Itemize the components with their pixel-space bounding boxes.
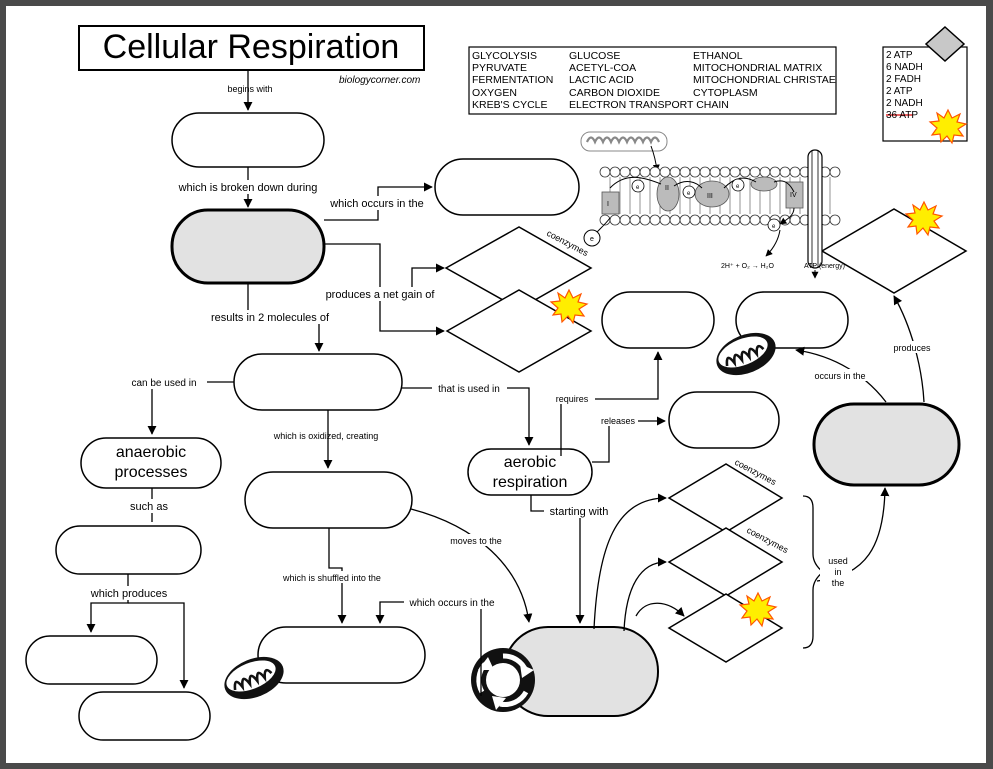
label-occurs-in-christae: occurs in the xyxy=(814,371,865,381)
word-bank-term: KREB'S CYCLE xyxy=(472,98,548,111)
label-produces: produces xyxy=(893,343,931,353)
used-in-label-line3: the xyxy=(832,578,845,588)
cycle-icon xyxy=(471,648,535,712)
anaerobic-oval xyxy=(80,437,222,489)
electron-label: e xyxy=(772,224,776,230)
atp-list-item: 2 ATP xyxy=(886,50,913,61)
complex-label: I xyxy=(607,201,609,208)
blank-diamond-atp[interactable] xyxy=(445,289,593,373)
label-starting-with: starting with xyxy=(550,506,609,518)
word-bank-term: PYRUVATE xyxy=(472,62,528,75)
blank-pyruvate-oval[interactable] xyxy=(233,353,403,411)
complex-label: II xyxy=(665,185,669,192)
blank-etc-oval[interactable] xyxy=(812,402,961,487)
aerobic-oval xyxy=(467,448,593,496)
complex-2 xyxy=(656,176,680,212)
word-bank-term: CYTOPLASM xyxy=(693,86,758,99)
word-bank-term: ACETYL-COA xyxy=(569,62,637,75)
label-such-as: such as xyxy=(130,501,168,513)
blank-carbon-dioxide-oval[interactable] xyxy=(668,391,780,449)
blank-diamond-krebs-1[interactable] xyxy=(667,463,784,533)
label-oxidized: which is oxidized, creating xyxy=(273,431,379,441)
corner-diamond xyxy=(924,25,966,63)
label-net-gain: produces a net gain of xyxy=(326,289,436,301)
label-can-be-used-in: can be used in xyxy=(131,378,196,389)
label-occurs-in-cytoplasm: which occurs in the xyxy=(329,198,424,210)
label-begins-with: begins with xyxy=(227,84,272,94)
word-bank-term: MITOCHONDRIAL MATRIX xyxy=(693,62,823,75)
atp-synthase xyxy=(807,149,823,269)
etc-figure: e e e e e I II III IV 2H⁺ + O₂ → H₂O ATP… xyxy=(580,131,845,279)
word-bank-box xyxy=(468,46,837,115)
blank-diamond-36atp[interactable] xyxy=(820,208,968,294)
label-requires: requires xyxy=(556,394,589,404)
used-in-label-line1: used xyxy=(828,556,848,566)
word-bank-term: LACTIC ACID xyxy=(569,74,634,87)
word-bank-term: ELECTRON TRANSPORT CHAIN xyxy=(569,98,729,111)
atp-list-item: 6 NADH xyxy=(886,62,923,73)
word-bank-term: CARBON DIOXIDE xyxy=(569,86,661,99)
electron-label: e xyxy=(636,185,640,191)
blank-acetyl-coa-oval[interactable] xyxy=(244,471,413,529)
blank-glucose-oval[interactable] xyxy=(171,112,325,168)
concept-map: Cellular Respiration biologycorner.com xyxy=(25,25,968,741)
blank-lactic-acid-oval[interactable] xyxy=(25,635,158,685)
label-releases: releases xyxy=(601,416,636,426)
label-occurs-in-matrix: which occurs in the xyxy=(408,598,494,609)
electron-label: e xyxy=(687,191,691,197)
blank-oxygen-oval[interactable] xyxy=(601,291,715,349)
aerobic-label-line2: respiration xyxy=(493,474,568,491)
blank-matrix-oval[interactable] xyxy=(257,626,426,684)
word-bank-term: GLUCOSE xyxy=(569,50,621,62)
blank-ethanol-oval[interactable] xyxy=(78,691,211,741)
label-broken-down: which is broken down during xyxy=(178,182,318,194)
label-results-in: results in 2 molecules of xyxy=(211,312,330,324)
anaerobic-label-line1: anaerobic xyxy=(116,444,186,461)
blank-diamond-krebs-2[interactable] xyxy=(667,527,784,597)
complex-1 xyxy=(601,191,620,215)
label-shuffled: which is shuffled into the xyxy=(282,573,381,583)
electron-label: e xyxy=(736,184,740,190)
atp-energy-label: ATP (energy) xyxy=(804,263,845,270)
label-that-is-used-in: that is used in xyxy=(438,384,500,395)
source-credit: biologycorner.com xyxy=(339,75,420,86)
etc-mitochondrion-icon xyxy=(580,131,668,152)
membrane-lipids xyxy=(599,166,841,226)
complex-label: III xyxy=(707,193,713,200)
used-in-label-line2: in xyxy=(834,567,841,577)
word-bank-term: OXYGEN xyxy=(472,86,517,99)
complex-label: IV xyxy=(790,192,797,199)
label-which-produces: which produces xyxy=(90,588,168,600)
atp-list-item: 2 ATP xyxy=(886,86,913,97)
page-title: Cellular Respiration xyxy=(103,28,400,66)
bubble-labels: anaerobic processes aerobic respiration … xyxy=(115,444,848,588)
blank-diamond-nadh[interactable] xyxy=(444,226,593,310)
atp-list-item: 2 FADH xyxy=(886,74,922,85)
worksheet-page: Cellular Respiration biologycorner.com xyxy=(6,6,986,763)
blank-glycolysis-oval[interactable] xyxy=(170,208,326,285)
word-bank-term: MITOCHONDRIAL CHRISTAE xyxy=(693,74,836,87)
electron-label: e xyxy=(590,236,594,243)
blank-fermentation-oval[interactable] xyxy=(55,525,202,575)
connectors xyxy=(86,70,925,696)
word-bank-term: ETHANOL xyxy=(693,50,743,62)
label-moves-to: moves to the xyxy=(450,536,502,546)
word-bank-term: GLYCOLYSIS xyxy=(472,50,537,62)
aerobic-label-line1: aerobic xyxy=(504,454,556,471)
atp-list-item: 2 NADH xyxy=(886,98,923,109)
anaerobic-label-line2: processes xyxy=(115,464,188,481)
blank-cytoplasm-oval[interactable] xyxy=(434,158,580,216)
title-box xyxy=(78,25,425,71)
word-bank-term: FERMENTATION xyxy=(472,74,554,87)
atp-list-item: 36 ATP xyxy=(886,110,919,121)
water-equation: 2H⁺ + O₂ → H₂O xyxy=(721,263,774,270)
